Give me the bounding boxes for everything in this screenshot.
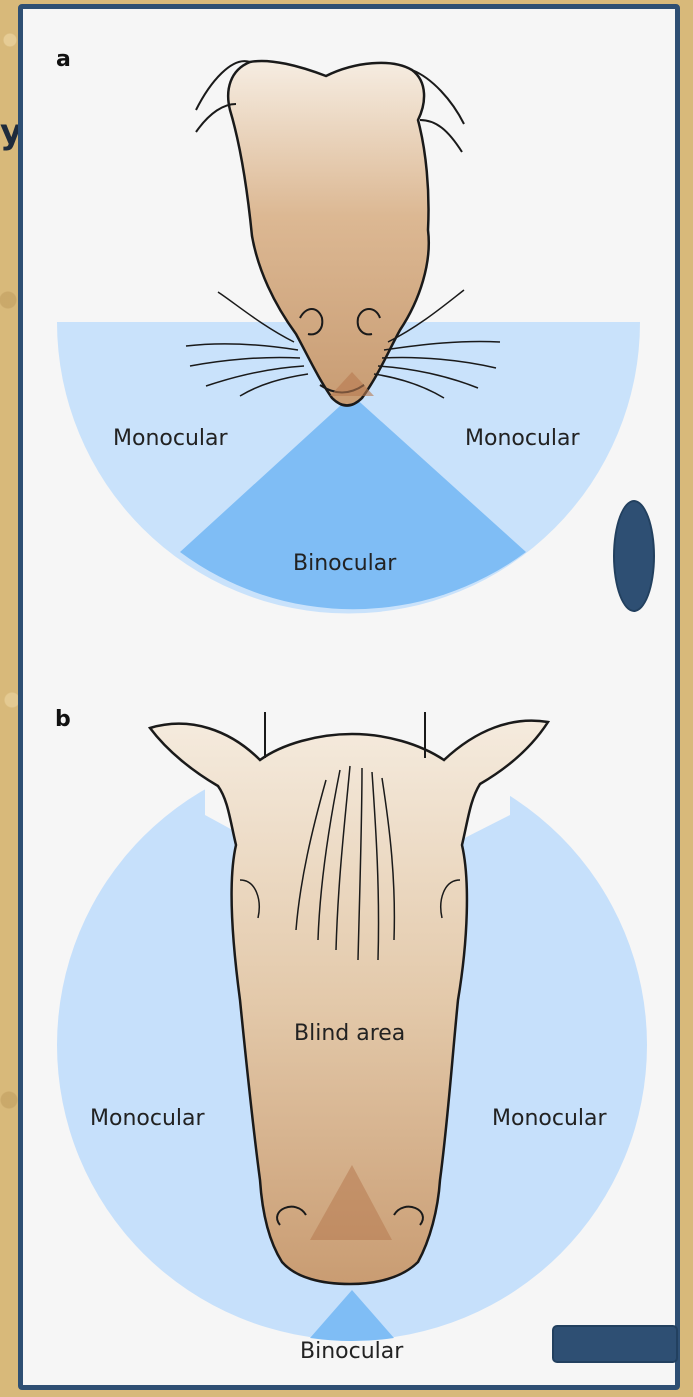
slide-navigation-bar[interactable] (552, 1325, 678, 1363)
horse-binocular-label: Binocular (300, 1339, 404, 1364)
panel-a-letter: a (56, 47, 71, 72)
cat-right-monocular-label: Monocular (465, 426, 580, 451)
cat-left-monocular-label: Monocular (113, 426, 228, 451)
panel-b-letter: b (55, 707, 71, 732)
horse-right-monocular-label: Monocular (492, 1106, 607, 1131)
slide-navigation-pill[interactable] (613, 500, 655, 612)
horse-blind-area-label: Blind area (294, 1021, 405, 1046)
cat-binocular-label: Binocular (293, 551, 397, 576)
horse-left-monocular-label: Monocular (90, 1106, 205, 1131)
